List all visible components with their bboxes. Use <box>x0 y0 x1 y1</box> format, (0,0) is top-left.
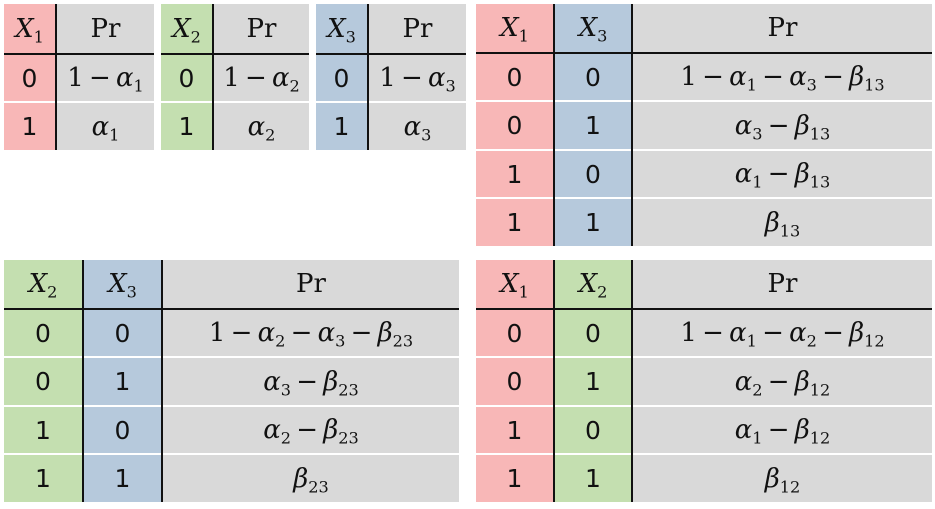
header-x2: X2 <box>4 260 83 310</box>
cell-value: 0 <box>4 308 83 357</box>
cell-probability: α2 − β23 <box>161 405 459 454</box>
cell-value: 1 <box>476 197 554 246</box>
header-x1: X1 <box>476 4 554 54</box>
cell-probability: β12 <box>631 453 932 502</box>
cell-value: 1 <box>553 453 632 502</box>
cell-value: 0 <box>4 53 56 102</box>
cell-value: 1 <box>476 453 554 502</box>
cell-value: 1 <box>553 356 632 406</box>
cell-value: 0 <box>553 149 632 198</box>
header-pr: Pr <box>161 260 459 310</box>
cell-value: 1 <box>82 356 162 406</box>
header-pr: Pr <box>631 4 932 54</box>
table-x1-marginal: X1 Pr 0 1 − α1 1 α1 <box>4 4 154 150</box>
cell-value: 0 <box>476 100 554 150</box>
cell-value: 0 <box>4 356 83 406</box>
cell-probability: α2 − β12 <box>631 356 932 406</box>
cell-value: 0 <box>161 53 213 102</box>
header-x2: X2 <box>161 4 213 55</box>
cell-probability: α1 − β13 <box>631 149 932 198</box>
header-x1: X1 <box>476 260 554 310</box>
cell-value: 1 <box>553 100 632 150</box>
cell-value: 0 <box>316 53 368 102</box>
cell-value: 1 <box>476 149 554 198</box>
cell-value: 0 <box>553 308 632 357</box>
cell-value: 0 <box>553 405 632 454</box>
cell-value: 1 <box>553 197 632 246</box>
cell-probability: 1 − α1 <box>55 53 154 102</box>
header-pr: Pr <box>212 4 309 55</box>
cell-value: 1 <box>4 101 56 150</box>
header-x3: X3 <box>553 4 632 54</box>
header-pr: Pr <box>631 260 932 310</box>
cell-probability: α3 − β13 <box>631 100 932 150</box>
header-x3: X3 <box>316 4 368 55</box>
cell-probability: 1 − α2 − α3 − β23 <box>161 308 459 357</box>
cell-value: 1 <box>161 101 213 150</box>
cell-probability: α3 − β23 <box>161 356 459 406</box>
header-x1: X1 <box>4 4 56 55</box>
cell-value: 0 <box>553 52 632 101</box>
header-x3: X3 <box>82 260 162 310</box>
cell-value: 1 <box>4 453 83 502</box>
header-pr: Pr <box>367 4 466 55</box>
cell-probability: α1 − β12 <box>631 405 932 454</box>
cell-value: 1 <box>4 405 83 454</box>
cell-value: 1 <box>476 405 554 454</box>
header-pr: Pr <box>55 4 154 55</box>
table-x2-marginal: X2 Pr 0 1 − α2 1 α2 <box>161 4 309 150</box>
cell-probability: 1 − α2 <box>212 53 309 102</box>
header-x2: X2 <box>553 260 632 310</box>
table-x3-marginal: X3 Pr 0 1 − α3 1 α3 <box>316 4 466 150</box>
cell-value: 1 <box>82 453 162 502</box>
cell-probability: α3 <box>367 101 466 150</box>
cell-value: 0 <box>82 405 162 454</box>
table-x2-x3-joint: X2 X3 Pr 0 0 1 − α2 − α3 − β23 0 1 α3 − … <box>4 260 459 502</box>
cell-value: 0 <box>476 308 554 357</box>
cell-probability: 1 − α3 <box>367 53 466 102</box>
cell-value: 1 <box>316 101 368 150</box>
cell-probability: β23 <box>161 453 459 502</box>
cell-probability: α1 <box>55 101 154 150</box>
table-x1-x3-joint: X1 X3 Pr 0 0 1 − α1 − α3 − β13 0 1 α3 − … <box>476 4 932 246</box>
cell-probability: β13 <box>631 197 932 246</box>
cell-value: 0 <box>476 52 554 101</box>
cell-probability: 1 − α1 − α3 − β13 <box>631 52 932 101</box>
cell-value: 0 <box>476 356 554 406</box>
cell-probability: 1 − α1 − α2 − β12 <box>631 308 932 357</box>
cell-value: 0 <box>82 308 162 357</box>
cell-probability: α2 <box>212 101 309 150</box>
table-x1-x2-joint: X1 X2 Pr 0 0 1 − α1 − α2 − β12 0 1 α2 − … <box>476 260 932 502</box>
